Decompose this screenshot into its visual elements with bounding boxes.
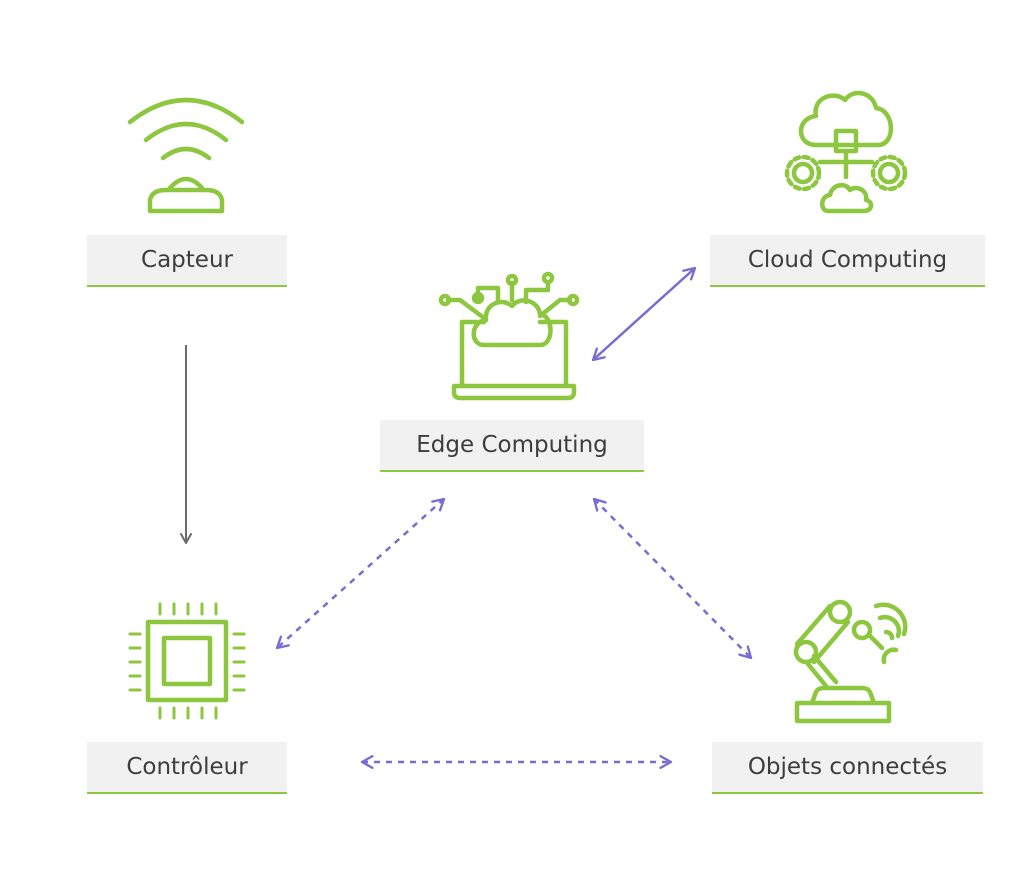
arrow-edge-controleur — [275, 497, 446, 650]
objets-connectes-label: Objets connectés — [712, 742, 983, 794]
capteur-label: Capteur — [87, 235, 287, 287]
cloud-computing-label: Cloud Computing — [710, 235, 985, 287]
wifi-sensor-icon — [127, 97, 245, 214]
edge-computing-label: Edge Computing — [380, 420, 644, 472]
arrow-edge-objets — [592, 497, 753, 660]
laptop-cloud-icon — [438, 271, 580, 401]
microchip-icon — [128, 602, 246, 720]
controleur-label: Contrôleur — [87, 742, 287, 794]
cloud-gears-icon — [784, 90, 908, 214]
robot-arm-icon — [793, 599, 908, 724]
arrow-edge-cloud — [591, 266, 697, 362]
